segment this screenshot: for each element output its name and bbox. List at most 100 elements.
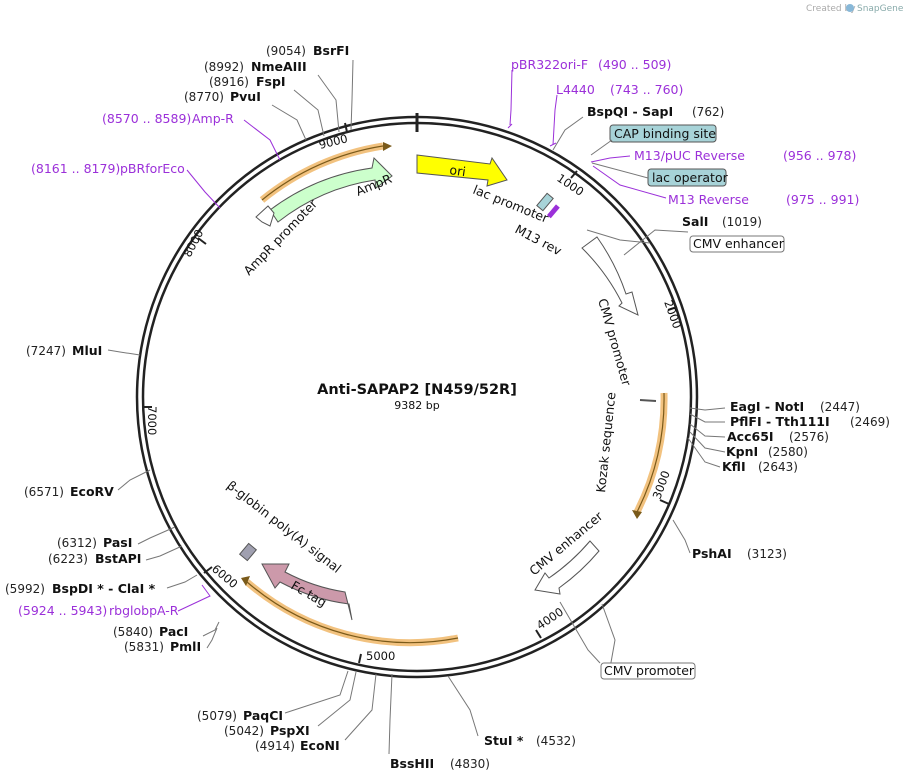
cmv-enhancer-arrow [534, 540, 600, 595]
cmv-promoter-box [600, 662, 696, 680]
enzyme-name-bspdi: BspDI * - ClaI * [52, 581, 156, 596]
kozak-label: Kozak sequence [593, 391, 618, 493]
cmv-enhancer-box-label: CMV enhancer [693, 236, 785, 251]
primer-leader-lines [177, 69, 667, 612]
primer-name-m13rev: M13 Reverse [668, 192, 749, 207]
enzyme-pos-eagi: (2447) [820, 400, 860, 414]
cap-binding-leader [590, 139, 613, 156]
m13-rev-mark [546, 204, 560, 219]
lac-operator-leader [591, 162, 649, 179]
enzyme-name-pflfi: PflFI - Tth111I [730, 414, 830, 429]
enzyme-name-paci: PacI [159, 624, 188, 639]
enzyme-name-nmeaiii: NmeAIII [251, 59, 307, 74]
ampr-promoter-feature [255, 205, 275, 227]
primer-range-pbr322ori: (490 .. 509) [598, 57, 671, 72]
enzyme-pos-sali: (1019) [722, 215, 762, 229]
enzyme-pos-pshai: (3123) [747, 547, 787, 561]
primer-name-pbr322ori: pBR322ori-F [511, 57, 588, 72]
kozak-mark [639, 399, 657, 402]
enzyme-pos-pmli: (5831) [124, 640, 164, 654]
snapgene-logo-icon [846, 4, 854, 12]
orf-line-bottom [246, 581, 459, 644]
polya-signal-mark [238, 542, 258, 562]
enzyme-pos-bsshii: (4830) [450, 757, 490, 771]
enzyme-name-stui: StuI * [484, 733, 524, 748]
amp-orf-line [261, 145, 384, 201]
orf-arrowhead-bottom [241, 576, 250, 586]
enzyme-pos-bsrfi: (9054) [266, 44, 306, 58]
enzyme-name-pspxi: PspXI [270, 723, 310, 738]
enzyme-pos-fspi: (8916) [209, 75, 249, 89]
enzyme-labels: (9054) BsrFI (8992) NmeAIII (8916) FspI … [5, 43, 890, 771]
boxed-feature-labels: CAP binding site lac operator CMV enhanc… [590, 124, 785, 680]
tick-label-5000: 5000 [366, 649, 395, 663]
primer-range-l4440: (743 .. 760) [610, 82, 683, 97]
tick-label-4000: 4000 [534, 605, 566, 633]
enzyme-name-econi: EcoNI [300, 738, 340, 753]
enzyme-pos-pvui: (8770) [184, 90, 224, 104]
map-title: Anti-SAPAP2 [N459/52R] [317, 382, 517, 398]
amp-orf-arrowhead [383, 142, 392, 151]
enzyme-name-mlui: MluI [72, 343, 102, 358]
enzyme-name-bstapi: BstAPI [95, 551, 141, 566]
enzyme-pos-paqci: (5079) [197, 709, 237, 723]
enzyme-name-eagi: EagI - NotI [730, 399, 804, 414]
tick-label-7000: 7000 [145, 406, 159, 435]
lac-operator-mark [536, 192, 554, 212]
ampr-feature [269, 156, 393, 223]
primer-name-l4440: L4440 [556, 82, 595, 97]
primer-labels: pBR322ori-F (490 .. 509) L4440 (743 .. 7… [18, 57, 859, 618]
cmv-promoter-box-label: CMV promoter [604, 663, 695, 678]
snapgene-brand: SnapGene [857, 4, 903, 14]
orf-arrowhead-right [632, 510, 642, 519]
primer-range-ampr: (8570 .. 8589) [102, 111, 191, 126]
enzyme-pos-pflfi: (2469) [850, 415, 890, 429]
enzyme-pos-kpni: (2580) [768, 445, 808, 459]
cap-binding-box [609, 124, 717, 143]
primer-range-m13puc: (956 .. 978) [783, 148, 856, 163]
enzyme-pos-mlui: (7247) [26, 344, 66, 358]
created-by-text: Created by [806, 4, 856, 14]
enzyme-leader-lines [107, 59, 726, 755]
enzyme-pos-ecorv: (6571) [24, 485, 64, 499]
enzyme-name-sali: SalI [682, 214, 708, 229]
primer-range-rbglobpa: (5924 .. 5943) [18, 603, 107, 618]
enzyme-pos-pspxi: (5042) [224, 724, 264, 738]
tick-label-1000: 1000 [554, 171, 586, 199]
enzyme-name-fspi: FspI [256, 74, 286, 89]
enzyme-pos-acc65i: (2576) [789, 430, 829, 444]
enzyme-name-pvui: PvuI [230, 89, 261, 104]
enzyme-pos-econi: (4914) [255, 739, 295, 753]
enzyme-name-kpni: KpnI [726, 444, 758, 459]
m13-rev-label: M13 rev [513, 221, 565, 258]
enzyme-name-bspqi: BspQI - SapI [587, 104, 673, 119]
enzyme-pos-kfli: (2643) [758, 460, 798, 474]
cmv-enhancer-box [689, 235, 785, 253]
fc-tag-feature [261, 563, 353, 621]
enzyme-name-bsshii: BssHII [390, 756, 434, 771]
enzyme-pos-bspqi: (762) [692, 105, 724, 119]
enzyme-name-kfli: KflI [722, 459, 746, 474]
enzyme-pos-pasi: (6312) [57, 536, 97, 550]
lac-operator-label: lac operator [652, 170, 729, 185]
ori-label: ori [449, 162, 467, 179]
tick-marks [143, 122, 678, 664]
ori-feature [416, 154, 508, 187]
enzyme-name-pasi: PasI [103, 535, 132, 550]
enzyme-name-pmli: PmlI [170, 639, 201, 654]
enzyme-name-pshai: PshAI [692, 546, 732, 561]
enzyme-name-acc65i: Acc65I [727, 429, 774, 444]
cap-binding-label: CAP binding site [614, 126, 716, 141]
enzyme-pos-paci: (5840) [113, 625, 153, 639]
enzyme-pos-bspdi: (5992) [5, 582, 45, 596]
map-length: 9382 bp [394, 399, 439, 412]
primer-name-m13puc: M13/pUC Reverse [634, 148, 745, 163]
tick-label-9000: 9000 [317, 131, 349, 152]
enzyme-name-paqci: PaqCI [243, 708, 283, 723]
primer-name-rbglobpa: rbglobpA-R [109, 603, 179, 618]
enzyme-pos-nmeaiii: (8992) [204, 60, 244, 74]
enzyme-name-ecorv: EcoRV [70, 484, 114, 499]
primer-range-pbrforeco: (8161 .. 8179) [31, 161, 120, 176]
primer-name-pbrforeco: pBRforEco [120, 161, 185, 176]
